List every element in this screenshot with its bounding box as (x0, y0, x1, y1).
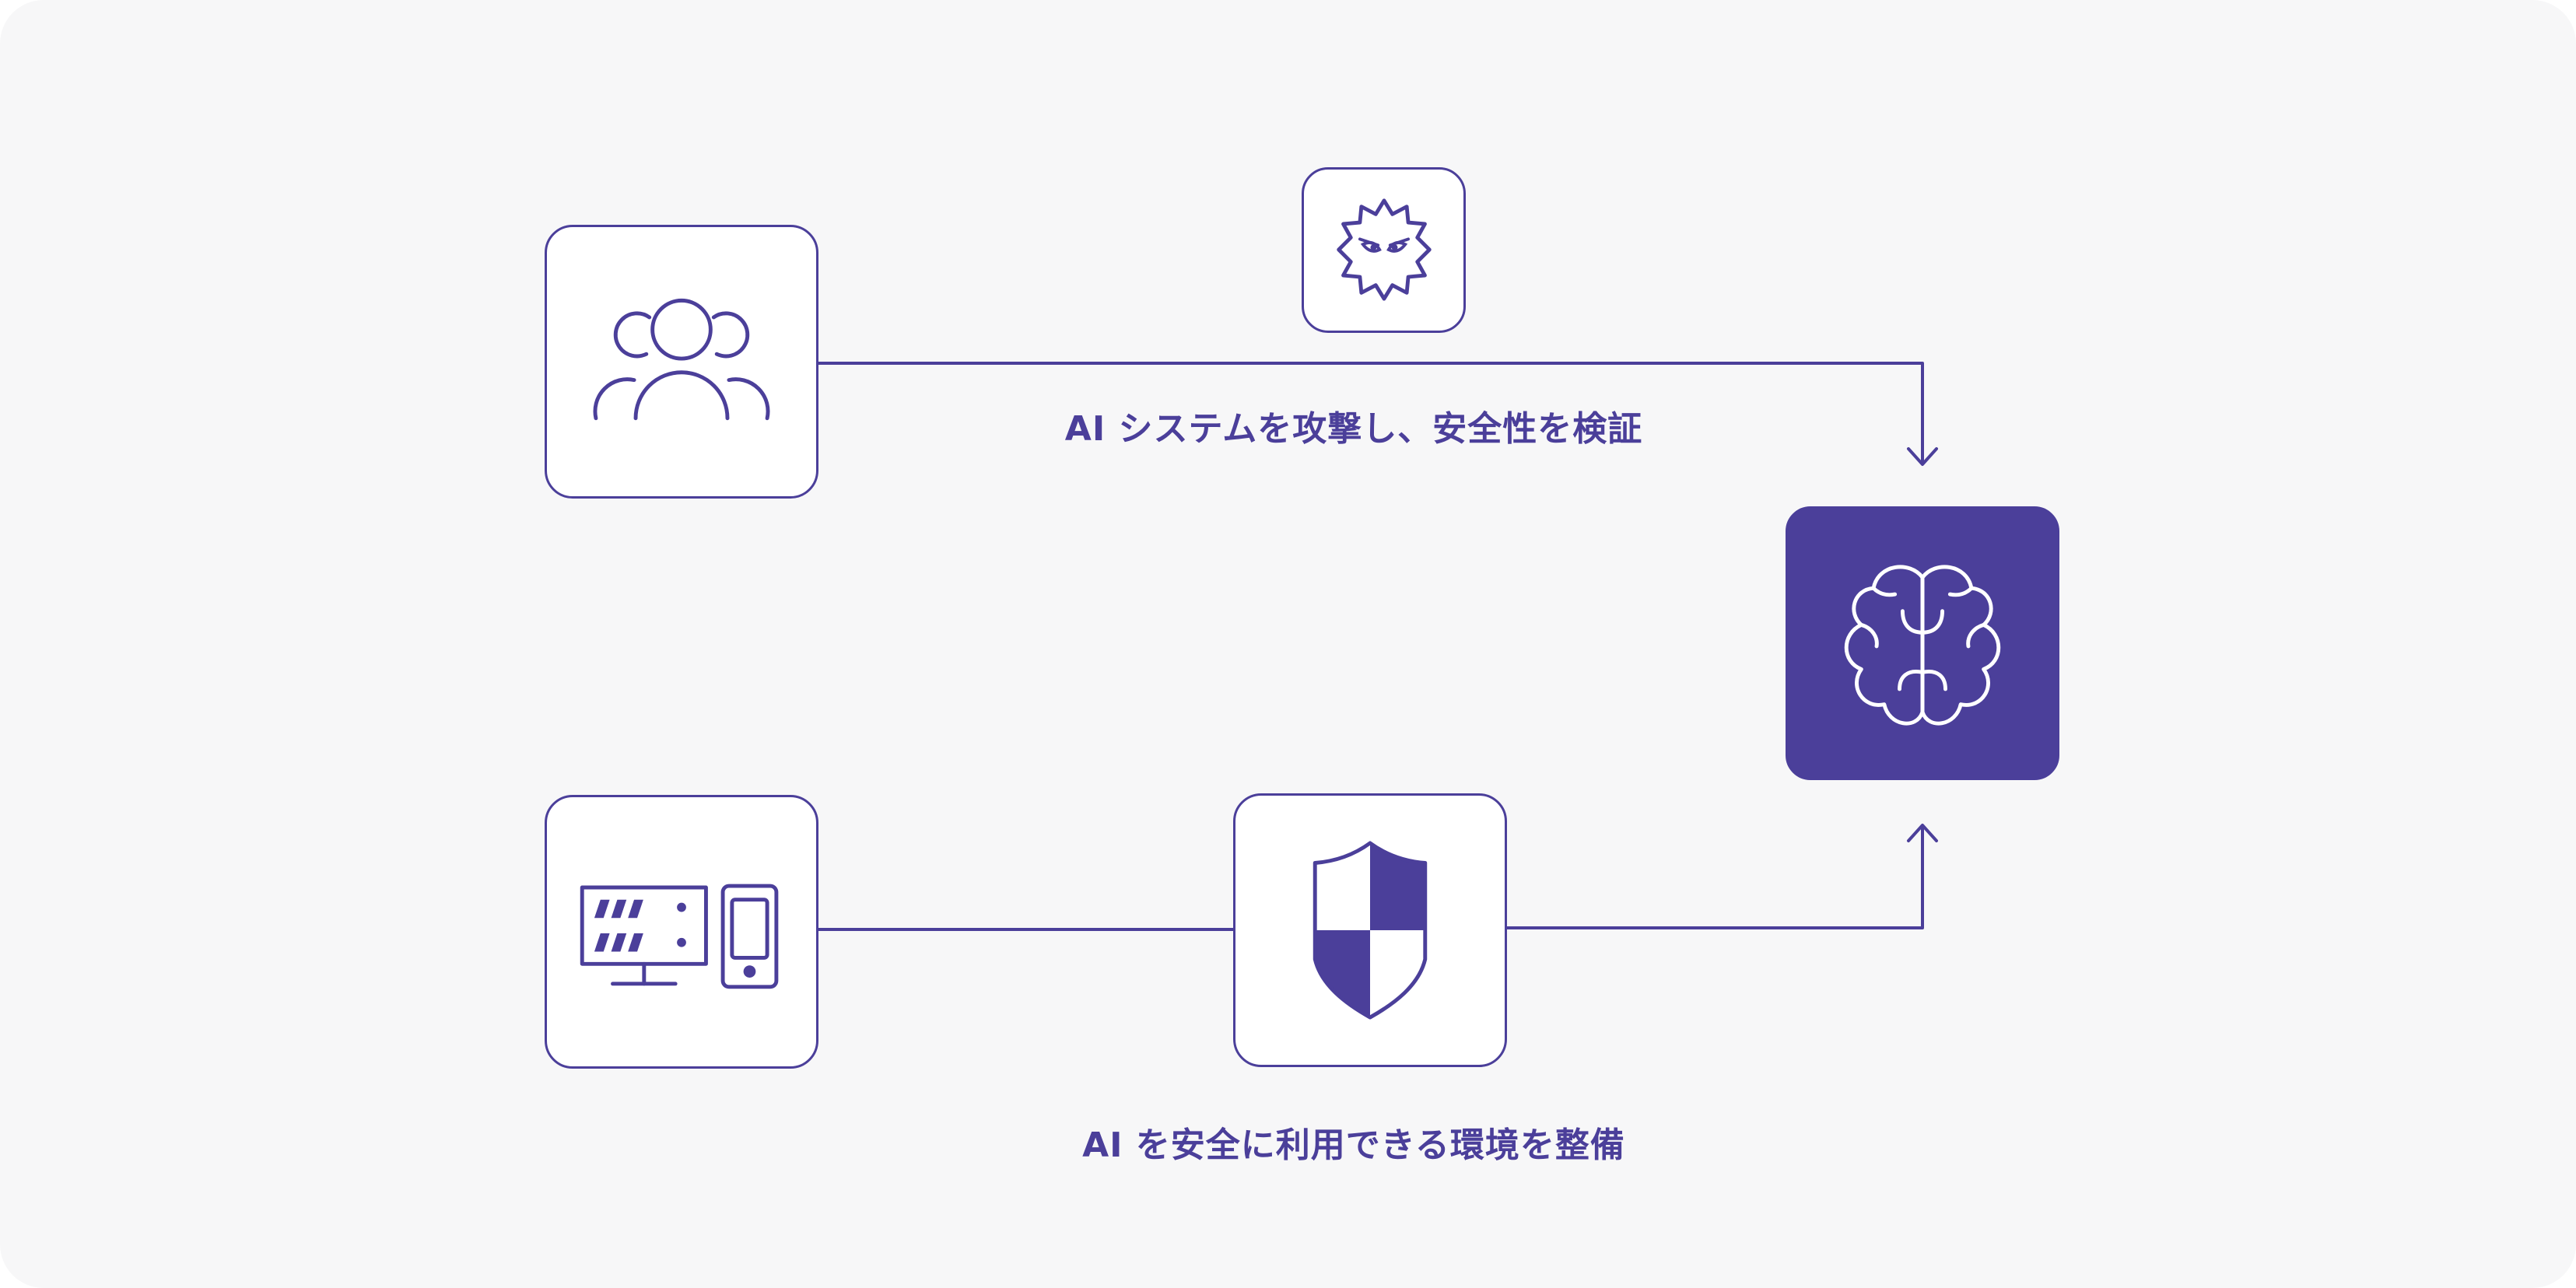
devices-node (545, 795, 818, 1069)
arrowhead-down-icon (1907, 447, 1938, 466)
shield-node (1233, 793, 1507, 1067)
ai-node (1786, 506, 2059, 780)
arrowhead-up-icon (1907, 824, 1938, 842)
threat-node (1302, 167, 1466, 333)
users-group-icon (593, 298, 770, 421)
label-attack-verify: AI システムを攻撃し、安全性を検証 (1064, 409, 1643, 449)
team-node (545, 225, 818, 499)
arrow-shield-to-ai (1505, 825, 1924, 929)
brain-icon (1844, 565, 2001, 726)
label-safe-environment: AI を安全に利用できる環境を整備 (1082, 1125, 1625, 1165)
virus-threat-icon (1337, 198, 1432, 301)
computer-and-phone-icon (580, 884, 779, 989)
security-shield-icon (1313, 841, 1428, 1020)
arrow-team-to-ai (817, 362, 1924, 464)
